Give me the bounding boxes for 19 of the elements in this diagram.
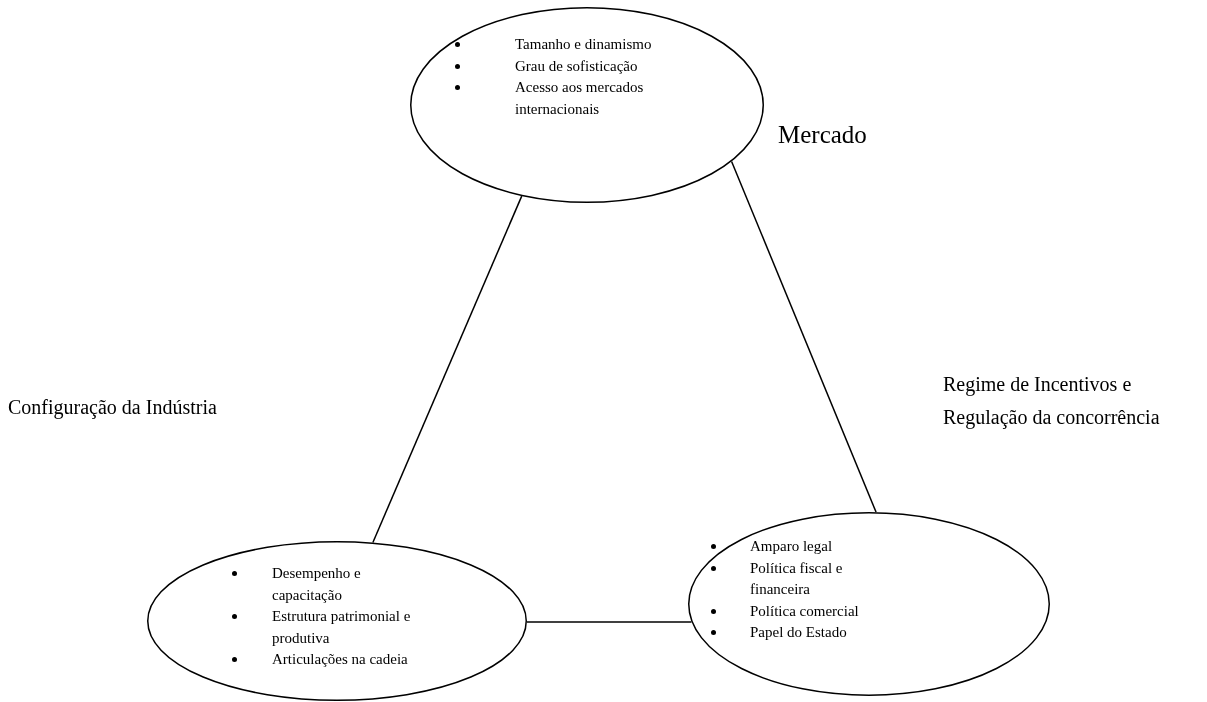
section-heading: Mercado [778,120,868,150]
bullet-item: Política comercial [750,602,859,619]
section-heading: Regime de Incentivos e Regulação da concorrência [943,372,1161,431]
ellipse-node [688,512,1050,696]
bullet-item: Acesso aos mercados internacionais [515,79,644,117]
connector-line [526,621,693,623]
bullet-item: Estrutura patrimonial e produtiva [272,608,411,646]
bullet-item: Desempenho e capacitação [272,565,361,603]
connector-line [372,195,523,544]
section-heading: Configuração da Indústria [8,395,218,421]
bullet-item: Amparo legal [750,538,833,554]
bullet-item: Tamanho e dinamismo [515,36,652,52]
bullet-item: Política fiscal e financeira [750,559,843,597]
ellipse-node [410,7,764,203]
connector-line [730,160,877,513]
bullet-item: Articulações na cadeia [272,651,408,667]
bullet-item: Grau de sofisticação [515,57,638,74]
bullet-item: Papel do Estado [750,624,847,640]
ellipse-node [147,541,527,701]
